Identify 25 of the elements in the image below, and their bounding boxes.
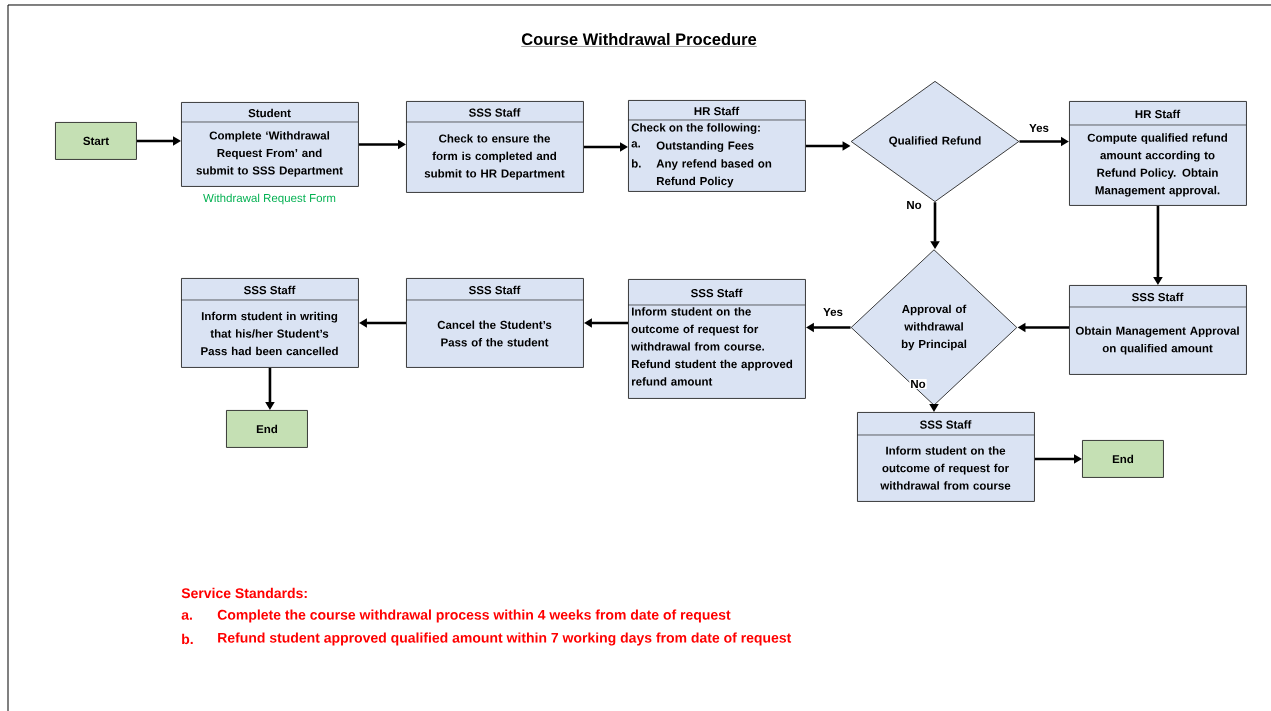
terminal-box: Start xyxy=(55,122,137,160)
process-box: HR Staff Check on the following: a. Outstanding Fees b. Any refend based on Refund Policy xyxy=(627,100,806,192)
process-box: SSS Staff Inform student on the outcome of request for withdrawal from course xyxy=(856,412,1035,502)
edge-label: No xyxy=(905,200,923,210)
process-box: SSS Staff Obtain Management Approval on qualified amount xyxy=(1068,285,1247,375)
process-box: SSS Staff Check to ensure the form is completed and submit to HR Department xyxy=(405,101,584,193)
edge-label: Yes xyxy=(822,307,844,317)
standard-text: Refund student approved qualified amount within 7 working days from date of request xyxy=(218,632,792,646)
title: Course Withdrawal Procedure xyxy=(521,32,757,47)
arrow xyxy=(359,318,406,328)
process-box: Student Complete ‘Withdrawal Request From’ and submit to SSS Department xyxy=(180,102,359,187)
process-box: SSS Staff Inform student in writing that his/her Student’s Pass had been cancelled xyxy=(180,278,359,368)
standard-text: Complete the course withdrawal process within 4 weeks from date of request xyxy=(217,609,731,623)
terminal-box: End xyxy=(1082,440,1164,478)
edge-label: Yes xyxy=(1028,123,1050,133)
standards-heading: Service Standards: xyxy=(181,587,307,599)
edge-label: No xyxy=(909,379,927,389)
arrow xyxy=(584,318,628,328)
form-caption: Withdrawal Request Form xyxy=(203,193,336,205)
process-box: SSS Staff Inform student on the outcome of request for withdrawal from course. Refund student the approved refund amount xyxy=(627,279,806,399)
list-marker: a. xyxy=(181,612,192,620)
list-marker: b. xyxy=(182,633,193,645)
process-box: SSS Staff Cancel the Student’s Pass of the student xyxy=(405,278,584,368)
terminal-box: End xyxy=(226,410,308,448)
process-box: HR Staff Compute qualified refund amount according to Refund Policy. Obtain Management approval. xyxy=(1068,101,1247,206)
